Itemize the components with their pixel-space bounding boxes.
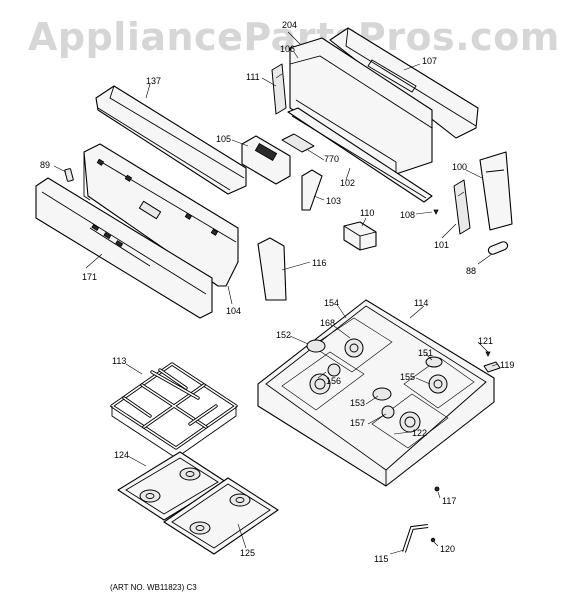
callout-labels: 204 106 107 111 137 105 770 102 89 100 1… bbox=[40, 20, 514, 564]
callout-113: 113 bbox=[112, 356, 126, 366]
part-114-cooktop[interactable] bbox=[257, 299, 495, 487]
callout-88: 88 bbox=[466, 266, 476, 276]
callout-155: 155 bbox=[400, 372, 415, 382]
part-171-glass-panel[interactable] bbox=[35, 177, 213, 319]
part-120-fastener[interactable] bbox=[430, 537, 436, 543]
part-108-screw[interactable] bbox=[433, 209, 439, 215]
part-101-bracket[interactable] bbox=[453, 179, 471, 235]
callout-105: 105 bbox=[216, 134, 231, 144]
part-100-end-cap[interactable] bbox=[479, 151, 513, 231]
callout-116: 116 bbox=[312, 258, 326, 268]
callout-102: 102 bbox=[340, 178, 355, 188]
callout-108: 108 bbox=[400, 210, 415, 220]
callout-124: 124 bbox=[114, 450, 129, 460]
callout-104: 104 bbox=[226, 306, 241, 316]
part-111-bracket[interactable] bbox=[271, 63, 287, 115]
callout-103: 103 bbox=[326, 196, 341, 206]
part-105-control-board[interactable] bbox=[241, 133, 315, 185]
part-89-clip[interactable] bbox=[64, 168, 74, 182]
callout-107: 107 bbox=[422, 56, 437, 66]
callout-168: 168 bbox=[320, 318, 335, 328]
callout-204: 204 bbox=[282, 20, 297, 30]
part-137-top-trim[interactable] bbox=[95, 85, 247, 195]
part-125-drip-pan[interactable] bbox=[163, 477, 279, 555]
part-103-bracket[interactable] bbox=[301, 169, 323, 211]
callout-100: 100 bbox=[452, 162, 467, 172]
callout-137: 137 bbox=[146, 76, 161, 86]
callout-154: 154 bbox=[324, 298, 339, 308]
callout-125: 125 bbox=[240, 548, 255, 558]
callout-114: 114 bbox=[414, 298, 428, 308]
callout-153: 153 bbox=[350, 398, 365, 408]
part-770-rail[interactable] bbox=[287, 107, 433, 203]
callout-122: 122 bbox=[412, 428, 427, 438]
part-116-side-trim[interactable] bbox=[257, 237, 287, 301]
callout-89: 89 bbox=[40, 160, 50, 170]
part-117-fastener[interactable] bbox=[434, 486, 440, 492]
callout-119: 119 bbox=[500, 360, 514, 370]
part-119-clip[interactable] bbox=[483, 361, 501, 373]
part-113-grate[interactable] bbox=[110, 362, 238, 459]
callout-110: 110 bbox=[360, 208, 374, 218]
callout-115: 115 bbox=[374, 554, 388, 564]
part-121-screw[interactable] bbox=[485, 351, 491, 357]
callout-106: 106 bbox=[280, 44, 295, 54]
callout-171: 171 bbox=[82, 272, 97, 282]
callout-101: 101 bbox=[434, 240, 449, 250]
callout-117: 117 bbox=[442, 496, 456, 506]
callout-157: 157 bbox=[350, 418, 365, 428]
part-115-tube[interactable] bbox=[402, 524, 429, 553]
callout-151: 151 bbox=[418, 348, 433, 358]
callout-120: 120 bbox=[440, 544, 455, 554]
callout-152: 152 bbox=[276, 330, 291, 340]
callout-111: 111 bbox=[246, 72, 260, 82]
callout-121: 121 bbox=[478, 336, 493, 346]
part-104-control-panel[interactable] bbox=[83, 143, 239, 287]
part-88-cylinder[interactable] bbox=[487, 241, 509, 256]
leader-lines bbox=[53, 31, 499, 555]
part-102-backsplash[interactable] bbox=[289, 37, 433, 175]
part-110-box[interactable] bbox=[343, 221, 377, 251]
callout-770: 770 bbox=[324, 154, 339, 164]
art-number: (ART NO. WB11823) C3 bbox=[110, 583, 197, 592]
callout-156: 156 bbox=[326, 376, 341, 386]
part-107-rear-trim[interactable] bbox=[329, 27, 479, 139]
